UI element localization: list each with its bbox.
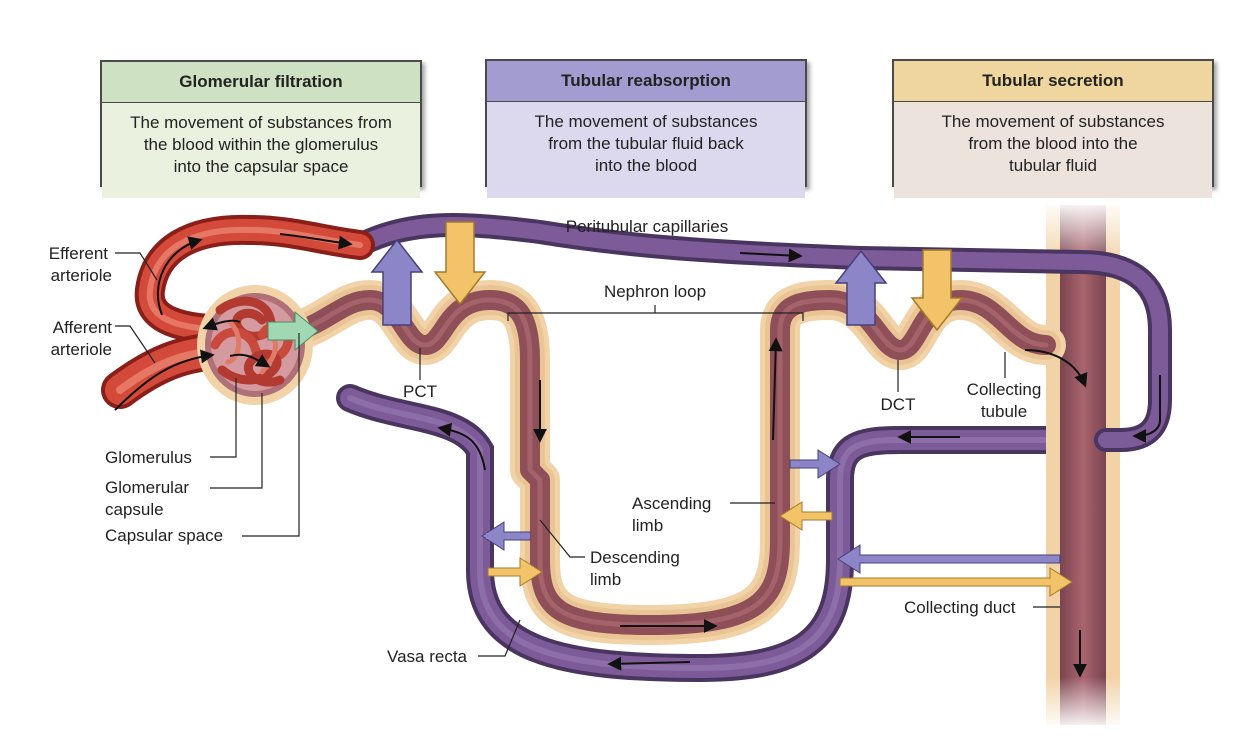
box-title: Tubular secretion <box>894 61 1212 102</box>
flow-arrows <box>114 233 1161 678</box>
box-description-line: from the tubular fluid back <box>548 134 744 153</box>
secretion-arrow-pct <box>433 221 487 306</box>
label-efferent-arteriole-1: Efferent <box>49 244 109 263</box>
box-description: The movement of substances from the bloo… <box>102 103 420 198</box>
collecting-duct-vessel <box>1040 200 1126 730</box>
box-description-line: The movement of substances <box>534 112 758 131</box>
reabsorption-arrow-descending <box>481 521 531 551</box>
label-afferent-arteriole-1: Afferent <box>53 318 113 337</box>
secretion-arrow-ascending <box>779 501 833 531</box>
label-nephron-loop: Nephron loop <box>604 282 706 301</box>
box-description: The movement of substances from the bloo… <box>894 102 1212 198</box>
label-collecting-duct: Collecting duct <box>904 598 1016 617</box>
label-glomerular-capsule-1: Glomerular <box>105 478 189 497</box>
box-description-line: tubular fluid <box>1009 156 1097 175</box>
label-descending-limb-1: Descending <box>590 548 680 567</box>
label-glomerulus: Glomerulus <box>105 448 192 467</box>
box-description-line: The movement of substances <box>941 112 1165 131</box>
reabsorption-arrow-pct <box>370 238 424 326</box>
reabsorption-arrow-duct <box>837 544 1061 574</box>
box-description: The movement of substances from the tubu… <box>487 102 805 198</box>
reabsorption-arrow-dct <box>834 249 888 326</box>
filtration-arrow <box>267 310 319 352</box>
label-ascending-limb-1: Ascending <box>632 494 711 513</box>
label-afferent-arteriole-2: arteriole <box>51 340 112 359</box>
label-collecting-tubule-1: Collecting <box>967 380 1042 399</box>
label-collecting-tubule-2: tubule <box>981 402 1027 421</box>
tubular-reabsorption-box: Tubular reabsorption The movement of sub… <box>485 59 807 198</box>
label-vasa-recta: Vasa recta <box>387 647 468 666</box>
box-title: Tubular reabsorption <box>487 61 805 102</box>
efferent-arteriole-vessel <box>134 214 375 345</box>
nephron-tubule <box>280 280 1066 645</box>
box-title: Glomerular filtration <box>102 62 420 103</box>
box-description-line: The movement of substances from <box>130 113 392 132</box>
reabsorption-arrow-ascending <box>789 449 841 479</box>
label-pct: PCT <box>403 382 437 401</box>
box-description-line: into the capsular space <box>173 157 349 176</box>
secretion-arrow-dct <box>910 249 964 332</box>
label-glomerular-capsule-2: capsule <box>105 500 164 519</box>
tubular-secretion-box: Tubular secretion The movement of substa… <box>892 59 1214 198</box>
label-efferent-arteriole-2: arteriole <box>51 266 112 285</box>
label-descending-limb-2: limb <box>590 570 621 589</box>
leader-lines <box>115 252 1060 657</box>
vasa-recta-vessel <box>336 384 1074 683</box>
glomerular-filtration-box: Glomerular filtration The movement of su… <box>100 60 422 198</box>
box-description-line: from the blood into the <box>968 134 1138 153</box>
label-capsular-space: Capsular space <box>105 526 223 545</box>
label-dct: DCT <box>881 395 916 414</box>
box-description-line: the blood within the glomerulus <box>143 135 379 154</box>
label-peritubular-capillaries: Peritubular capillaries <box>566 217 729 236</box>
secretion-arrow-descending <box>487 557 543 587</box>
secretion-arrow-duct <box>839 567 1073 597</box>
label-ascending-limb-2: limb <box>632 516 663 535</box>
box-description-line: into the blood <box>594 156 698 175</box>
